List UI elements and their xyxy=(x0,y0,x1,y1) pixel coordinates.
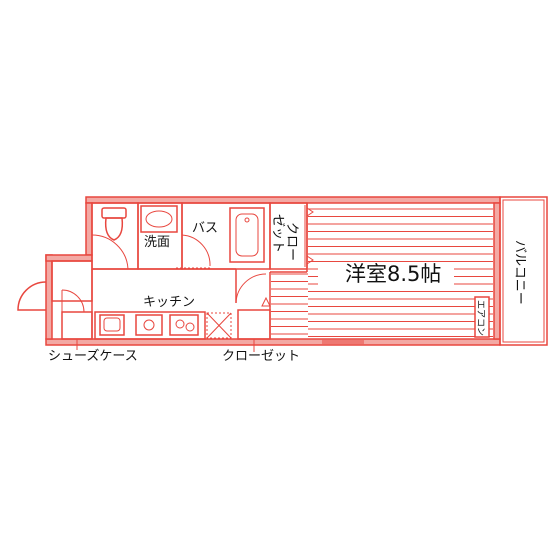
closet-upper: クロー ゼット xyxy=(269,202,314,270)
wash-basin-icon xyxy=(140,205,178,233)
closet-lower-label: クローゼット xyxy=(222,349,300,364)
toilet-room xyxy=(91,202,139,270)
toilet-icon xyxy=(101,207,127,241)
sink-icon xyxy=(99,314,125,336)
shoe-case-label: シューズケース xyxy=(48,348,138,364)
closet-upper-label-1: クロー xyxy=(284,222,299,261)
closet-lower: クローゼット xyxy=(222,273,300,364)
fridge-space-icon xyxy=(206,312,232,339)
balcony: バルコニー xyxy=(499,196,548,346)
entrance-door-icon xyxy=(17,281,85,313)
bathtub-icon xyxy=(229,207,265,263)
stove-icon xyxy=(135,314,199,336)
bath-label: バス xyxy=(192,221,218,236)
outer-walls xyxy=(45,196,501,346)
entrance: シューズケース xyxy=(17,260,138,364)
aircon-label: エアコン xyxy=(475,300,485,336)
flooring-lines xyxy=(271,208,493,337)
kitchen-label: キッチン xyxy=(143,295,195,310)
balcony-label: バルコニー xyxy=(512,240,527,305)
western-room: 洋室8.5帖 エアコン xyxy=(269,203,493,344)
closet-upper-label-2: ゼット xyxy=(270,214,285,253)
washroom: 洗面 xyxy=(137,202,212,270)
western-room-label: 洋室8.5帖 xyxy=(345,262,441,286)
kitchen: キッチン xyxy=(92,268,237,340)
bath: バス xyxy=(181,202,271,270)
washroom-label: 洗面 xyxy=(144,235,170,250)
